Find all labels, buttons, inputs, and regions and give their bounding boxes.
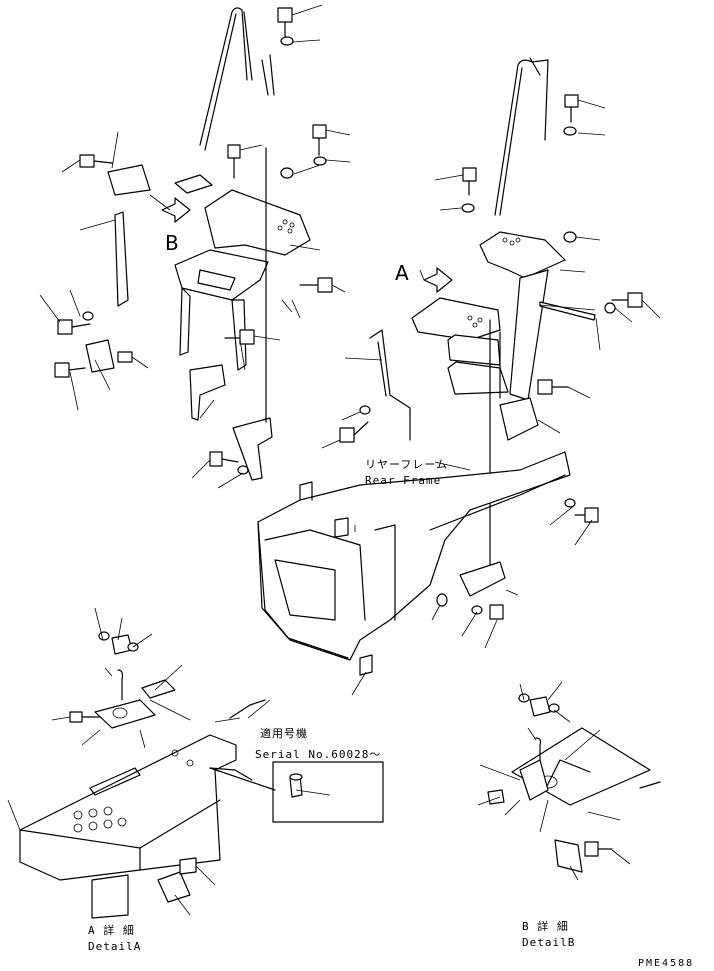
- view-a-label: A: [395, 261, 409, 285]
- rear-frame: [257, 451, 599, 676]
- leader-lines: [7, 4, 661, 916]
- serial-inset: [209, 761, 384, 823]
- detail-a-jp-label: A 詳 細: [88, 923, 135, 937]
- rear-frame-en-label: Rear Frame: [365, 474, 441, 487]
- detail-a-en-label: DetailA: [88, 940, 141, 953]
- rear-frame-jp-label: リヤーフレーム: [365, 458, 448, 471]
- serial-jp-label: 適用号機: [260, 726, 308, 740]
- right-step-assembly: [339, 57, 643, 597]
- detail-b-en-label: DetailB: [522, 936, 575, 949]
- detail-b-jp-label: B 詳 細: [522, 919, 569, 933]
- detail-a-view: [19, 631, 266, 919]
- serial-en-label: Serial No.60028～: [255, 748, 381, 761]
- left-step-assembly: [54, 7, 333, 481]
- drawing-number-label: PME4588: [638, 958, 694, 969]
- labels: B A リヤーフレーム Rear Frame 適用号機 Serial No.60…: [88, 231, 694, 969]
- detail-b-view: [487, 693, 661, 873]
- view-b-label: B: [165, 231, 179, 255]
